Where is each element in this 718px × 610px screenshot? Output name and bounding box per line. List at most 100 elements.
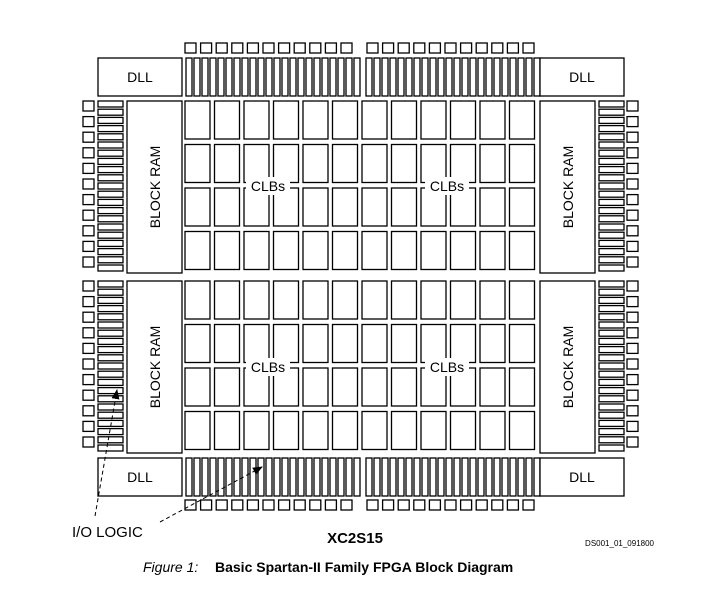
io-logic-cell bbox=[225, 57, 233, 97]
io-pad bbox=[340, 42, 353, 54]
io-logic-cell bbox=[97, 108, 124, 116]
io-logic-cell bbox=[257, 457, 265, 497]
io-logic-cell bbox=[373, 57, 381, 97]
io-logic-cell bbox=[97, 231, 124, 239]
io-logic-cell bbox=[493, 457, 501, 497]
clb-cell bbox=[213, 323, 241, 364]
io-logic-cell bbox=[97, 141, 124, 149]
io-logic-cell bbox=[598, 124, 625, 133]
clb-cell bbox=[184, 367, 211, 407]
io-logic-cell bbox=[97, 329, 124, 337]
clb-cell bbox=[243, 100, 270, 140]
io-logic-cell bbox=[97, 280, 124, 288]
io-pad bbox=[277, 499, 291, 511]
io-pad bbox=[397, 42, 410, 54]
clb-cell bbox=[479, 323, 506, 364]
io-pad bbox=[309, 499, 322, 511]
io-logic-cell bbox=[297, 57, 305, 97]
io-logic-cell bbox=[598, 149, 625, 157]
io-logic-cell bbox=[598, 108, 625, 116]
clb-cell bbox=[479, 410, 506, 451]
io-logic-cell bbox=[209, 457, 217, 497]
io-logic-cell bbox=[97, 370, 124, 378]
clb-cell bbox=[184, 100, 211, 140]
clb-cell bbox=[508, 100, 536, 140]
clb-cell bbox=[272, 280, 300, 320]
io-pad bbox=[82, 240, 95, 253]
clb-array-bottom-right bbox=[361, 280, 536, 451]
figure-caption: Figure 1: Basic Spartan-II Family FPGA B… bbox=[143, 559, 513, 575]
clb-cell bbox=[361, 280, 388, 320]
io-logic-cell bbox=[598, 419, 625, 428]
io-logic-cell bbox=[97, 100, 124, 108]
io-logic-cell bbox=[469, 457, 477, 497]
io-logic-cell bbox=[598, 436, 625, 444]
io-logic-cell bbox=[97, 223, 124, 231]
io-logic-cell bbox=[598, 247, 625, 256]
clb-label-top-left: CLBs bbox=[246, 177, 290, 195]
io-logic-cell bbox=[313, 457, 321, 497]
clb-cell bbox=[479, 187, 506, 227]
io-logic-cell bbox=[273, 57, 281, 97]
dll-bottom-right: DLL bbox=[539, 457, 625, 497]
io-pad bbox=[522, 42, 535, 54]
clb-cell bbox=[508, 367, 536, 407]
io-logic-cell bbox=[389, 457, 397, 497]
clb-cell bbox=[184, 410, 211, 451]
io-logic-cell bbox=[97, 288, 124, 296]
io-logic-cell bbox=[598, 370, 625, 378]
io-pad bbox=[475, 499, 488, 511]
io-logic-cell bbox=[598, 264, 625, 272]
clb-cell bbox=[243, 230, 270, 271]
io-pad bbox=[491, 42, 504, 54]
io-logic-cell bbox=[305, 457, 313, 497]
io-pad bbox=[82, 389, 95, 401]
dll-label: DLL bbox=[569, 469, 595, 485]
io-pad bbox=[82, 147, 95, 159]
io-logic-cell bbox=[533, 457, 541, 497]
io-logic-cell bbox=[241, 457, 249, 497]
block-ram-bottom-left: BLOCK RAM bbox=[126, 280, 183, 454]
io-pad bbox=[366, 499, 379, 511]
clb-cell bbox=[390, 323, 418, 364]
io-logic-cell bbox=[297, 457, 305, 497]
io-pad bbox=[262, 42, 275, 54]
clb-cell bbox=[243, 280, 270, 320]
io-logic-cells-left bbox=[97, 100, 124, 452]
io-logic-cell bbox=[97, 165, 124, 174]
device-label: XC2S15 bbox=[327, 530, 383, 547]
clb-array-top-left bbox=[184, 100, 359, 271]
clb-cell bbox=[213, 187, 241, 227]
io-logic-cell bbox=[97, 354, 124, 362]
clb-cell bbox=[213, 367, 241, 407]
io-pad bbox=[626, 209, 639, 221]
io-logic-cell bbox=[598, 116, 625, 125]
io-logic-cell bbox=[533, 57, 541, 97]
io-logic-cell bbox=[365, 457, 373, 497]
clb-cell bbox=[420, 323, 447, 364]
io-logic-cell bbox=[97, 403, 124, 411]
io-pad bbox=[522, 499, 535, 511]
clb-cell bbox=[213, 230, 241, 271]
io-pad bbox=[82, 162, 95, 175]
clb-cell bbox=[331, 230, 359, 271]
clb-cell bbox=[272, 410, 300, 451]
io-logic-cell bbox=[598, 215, 625, 223]
io-logic-cell bbox=[598, 337, 625, 346]
io-pad bbox=[82, 131, 95, 143]
io-pad bbox=[626, 193, 639, 206]
io-pad bbox=[626, 115, 639, 128]
io-logic-cell bbox=[97, 386, 124, 395]
clb-cell bbox=[420, 280, 447, 320]
clb-label-bottom-left: CLBs bbox=[246, 358, 290, 376]
clb-cell bbox=[302, 367, 329, 407]
io-logic-cell bbox=[437, 457, 445, 497]
io-logic-cell bbox=[517, 457, 525, 497]
clb-label: CLBs bbox=[430, 178, 464, 194]
io-pad bbox=[309, 42, 322, 54]
io-logic-cell bbox=[249, 457, 257, 497]
io-pad bbox=[82, 405, 95, 417]
clb-cell bbox=[302, 323, 329, 364]
io-logic-cell bbox=[97, 313, 124, 321]
clb-cell bbox=[302, 100, 329, 140]
